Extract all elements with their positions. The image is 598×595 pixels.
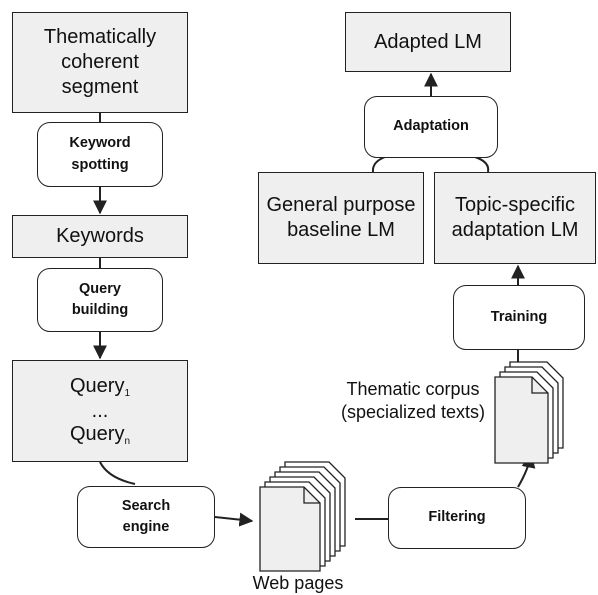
query-ellipsis: ... [91,400,109,422]
arrow-topic-to-adaptation [474,156,490,173]
query-last-word: Query [69,423,125,445]
adapted-lm-box: Adapted LM [345,12,511,72]
keyword-spotting-process: Keyword spotting [37,122,163,187]
training-process: Training [453,285,585,350]
topic-specific-lm-box: Topic-specific adaptation LM [434,172,596,264]
arrow-baseline-to-adaptation [371,156,386,173]
query-first-word: Query [69,374,125,397]
query-last-line: Queryn [70,422,130,449]
query-box: Query1 ... Queryn [12,360,188,462]
thematic-segment-box: Thematically coherent segment [12,12,188,113]
web-pages-label: Web pages [252,573,344,593]
thematic-corpus-stack [494,361,564,464]
baseline-lm-box: General purpose baseline LM [258,172,424,264]
filtering-process: Filtering [388,487,526,549]
thematic-corpus-label: Thematic corpus (specialized texts) [340,379,486,422]
query-first-line: Query1 [70,374,130,401]
query-last-subscript: n [124,436,131,447]
query-building-process: Query building [37,268,163,332]
search-engine-process: Search engine [77,486,215,548]
arrow-query-to-search [99,461,136,485]
arrow-search-to-webpages [214,512,254,527]
query-first-subscript: 1 [124,387,131,399]
web-pages-stack [259,461,346,572]
adaptation-process: Adaptation [364,96,498,158]
keywords-box: Keywords [12,215,188,258]
